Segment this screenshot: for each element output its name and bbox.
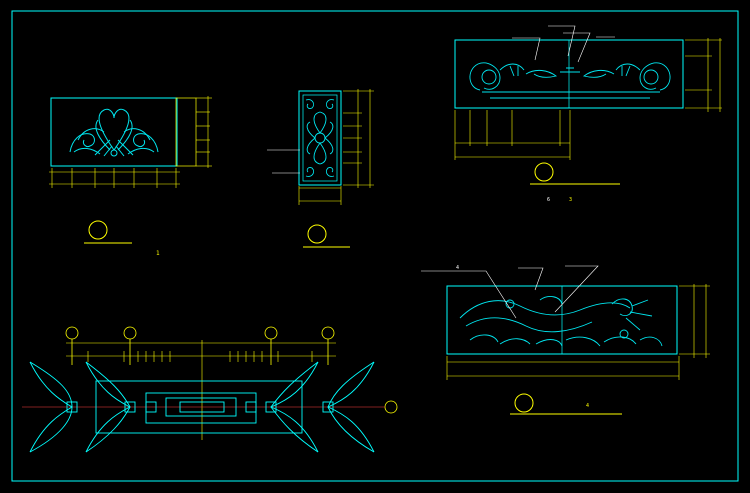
fan-ornament	[469, 62, 671, 99]
view-caption: 1	[156, 250, 160, 257]
phoenix-railing-view: 4 4	[421, 265, 710, 415]
view-callout-circle	[88, 220, 108, 240]
leader-note-tag: 4	[456, 265, 459, 271]
view-caption: 4	[586, 403, 589, 409]
grille-frame	[298, 90, 342, 186]
dimension-lines	[454, 38, 722, 160]
dimension-lines	[446, 284, 710, 380]
view-caption: 3	[569, 197, 572, 203]
leader-lines	[267, 149, 300, 174]
plan-view	[22, 326, 398, 453]
floral-grille-view	[267, 89, 374, 248]
side-dimension-box	[175, 97, 197, 167]
dimension-lines	[298, 89, 374, 205]
fan-scroll-railing-view: 6 3	[454, 25, 722, 203]
grille-inner-frame	[302, 94, 338, 182]
view-callout-circle	[307, 224, 327, 244]
panel-frame	[50, 97, 178, 167]
canopy-outline	[29, 361, 375, 453]
leader-lines	[421, 265, 599, 319]
heart-ornament	[69, 108, 159, 157]
sheet-border	[11, 10, 739, 482]
heart-scroll-panel-view: 1	[49, 96, 212, 257]
phoenix-ornament	[459, 296, 663, 347]
leader-lines	[512, 25, 615, 63]
dimension-lines	[49, 96, 212, 188]
view-callout-circle	[534, 162, 554, 182]
floral-ornament	[305, 99, 335, 177]
view-callout-circle	[514, 393, 534, 413]
view-note-tag: 6	[547, 197, 550, 203]
dimension-lines	[66, 340, 336, 440]
grid-axis-bubbles	[65, 326, 398, 414]
